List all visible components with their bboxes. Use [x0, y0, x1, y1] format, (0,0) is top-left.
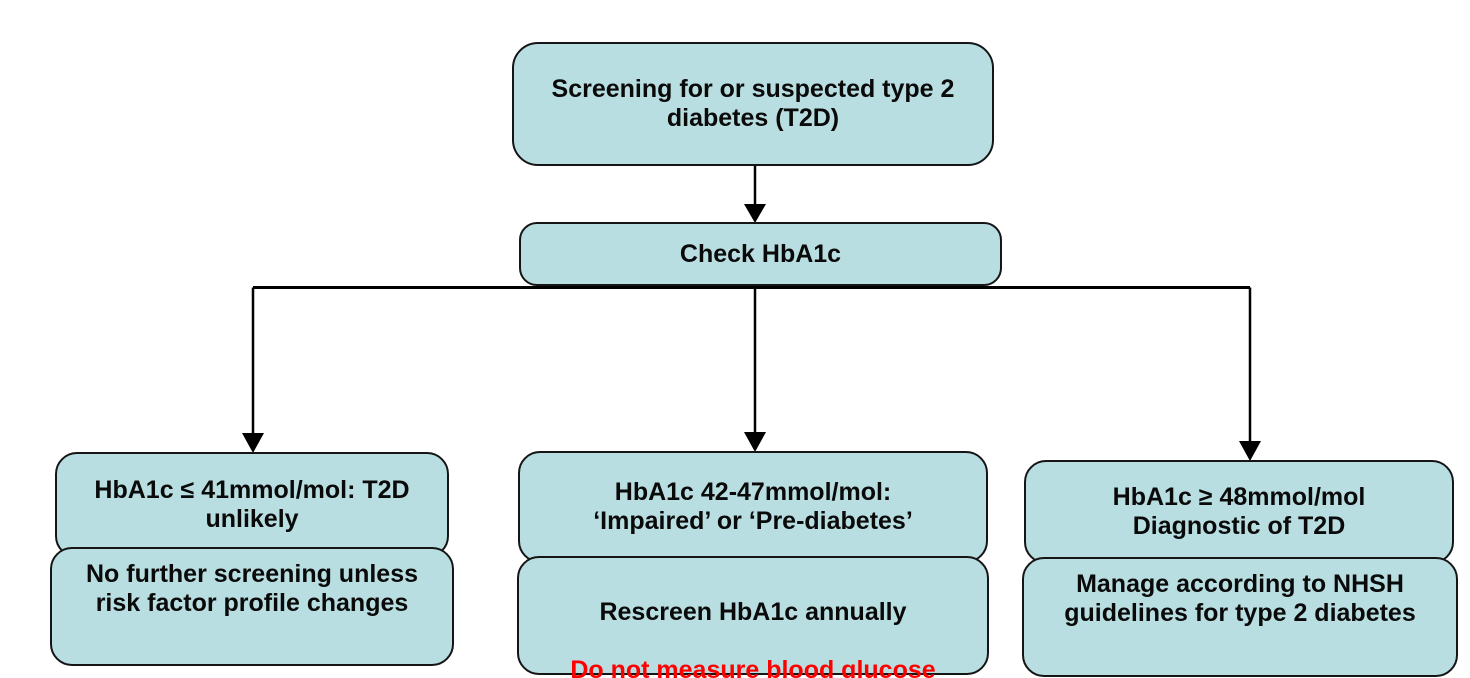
high-action-node: Manage according to NHSH guidelines for … — [1022, 557, 1458, 677]
arrowhead-low — [242, 433, 264, 453]
high-result-node: HbA1c ≥ 48mmol/mol Diagnostic of T2D — [1024, 460, 1454, 564]
high-action-label: Manage according to NHSH guidelines for … — [1064, 570, 1416, 627]
arrowhead-check — [744, 204, 766, 223]
rescreen-line: Rescreen HbA1c annually — [599, 598, 907, 626]
start-node: Screening for or suspected type 2 diabet… — [512, 42, 994, 166]
low-result-node: HbA1c ≤ 41mmol/mol: T2D unlikely — [55, 452, 449, 558]
intermediate-result-label: HbA1c 42-47mmol/mol: ‘Impaired’ or ‘Pre-… — [593, 478, 913, 535]
low-action-label: No further screening unless risk factor … — [85, 560, 419, 617]
arrowhead-high — [1239, 441, 1261, 461]
arrowhead-intermediate — [744, 432, 766, 452]
intermediate-result-node: HbA1c 42-47mmol/mol: ‘Impaired’ or ‘Pre-… — [518, 451, 988, 563]
low-action-node: No further screening unless risk factor … — [50, 547, 454, 666]
check-hba1c-node: Check HbA1c — [519, 222, 1002, 286]
intermediate-action-node: Rescreen HbA1c annually Do not measure b… — [517, 556, 989, 678]
warning-line: Do not measure blood glucose — [570, 656, 936, 678]
check-hba1c-label: Check HbA1c — [679, 239, 842, 268]
start-node-label: Screening for or suspected type 2 diabet… — [551, 75, 955, 132]
high-result-label: HbA1c ≥ 48mmol/mol Diagnostic of T2D — [1112, 483, 1366, 540]
low-result-label: HbA1c ≤ 41mmol/mol: T2D unlikely — [94, 476, 410, 533]
intermediate-action-label: Rescreen HbA1c annually Do not measure b… — [570, 569, 935, 678]
